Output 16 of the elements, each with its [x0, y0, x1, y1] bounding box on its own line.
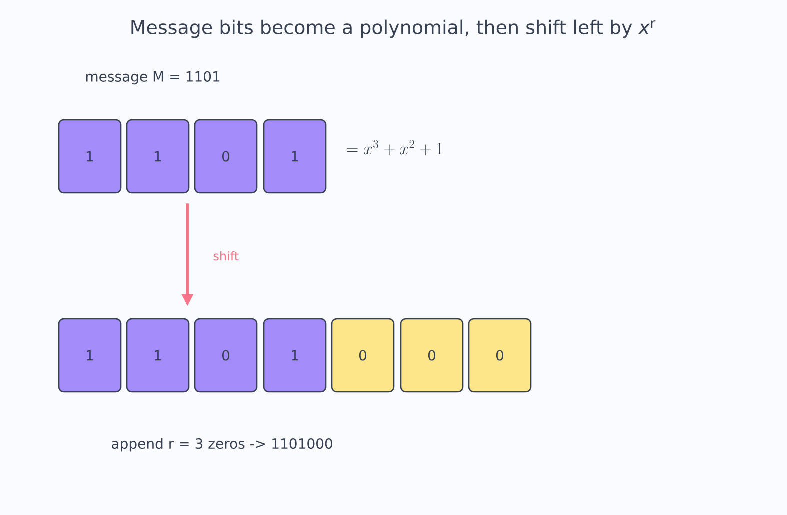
bit-box: 1 [58, 119, 122, 194]
bit-box: 1 [58, 318, 122, 393]
edge-label: shift [214, 251, 239, 261]
bit-box: 1 [263, 318, 327, 393]
caption-text: append r = 3 zeros -> 1101000 [112, 438, 332, 452]
label: message M = 1101 [86, 71, 220, 85]
title: Message bits become a polynomial, then shift left by x$^{r}$ [132, 20, 656, 38]
bit-box: 0 [194, 318, 258, 393]
bit-box: 0 [468, 318, 532, 393]
bit-box: 1 [126, 318, 190, 393]
formula: $= x^3 + x^2 + 1$ [347, 140, 442, 156]
bit-box: 1 [263, 119, 327, 194]
bit-box: 0 [331, 318, 395, 393]
bit-box: 0 [194, 119, 258, 194]
bit-box: 0 [400, 318, 464, 393]
bit-box: 1 [126, 119, 190, 194]
